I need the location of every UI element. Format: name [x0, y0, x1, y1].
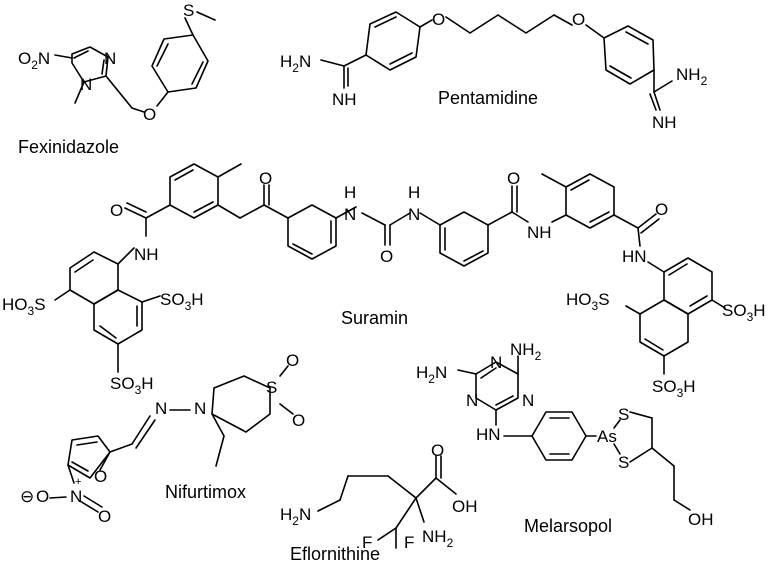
urea-nh-label: N: [408, 205, 420, 224]
nitro-oxygen-atom: O: [98, 507, 111, 526]
oxygen-atom: O: [143, 105, 156, 124]
nitro-nitrogen-atom: N: [70, 487, 82, 506]
triazine-nitrogen-atom: N: [490, 353, 502, 372]
imine-group-label: NH: [652, 113, 677, 132]
triazine-nitrogen-atom: N: [522, 391, 534, 410]
ether-oxygen-atom: O: [572, 10, 585, 29]
sulfone-oxygen-atom: O: [292, 411, 305, 430]
sulfonic-acid-label: SO3H: [722, 301, 766, 324]
ring-sulfur-atom: S: [618, 453, 629, 472]
carboxyl-oxygen-atom: O: [431, 441, 444, 460]
carbonyl-oxygen-atom: O: [507, 169, 520, 188]
eflornithine-name: Eflornithine: [290, 544, 380, 564]
furan-oxygen-atom: O: [94, 467, 107, 486]
sulfonic-acid-label: HO3S: [566, 290, 610, 313]
amine-group-label: NH2: [676, 65, 708, 88]
amine-group-label: NH2: [510, 340, 542, 363]
eflornithine-structure: H2N O OH NH2 F F Eflornithine: [280, 441, 478, 564]
nifurtimox-name: Nifurtimox: [165, 482, 246, 502]
nifurtimox-structure: S O O N N O N + O O ⊖ Nifurtimox: [20, 351, 305, 526]
positive-charge: +: [75, 476, 81, 488]
urea-h-label: H: [408, 183, 420, 202]
amine-group-label: H2N: [280, 52, 311, 75]
amine-nh-label: HN: [476, 425, 501, 444]
ether-oxygen-atom: O: [432, 10, 445, 29]
hydroxyl-label: OH: [688, 510, 714, 529]
sulfone-sulfur-atom: S: [266, 378, 277, 397]
fexinidazole-name: Fexinidazole: [18, 137, 119, 157]
fluorine-atom: F: [362, 533, 372, 552]
amide-nh-label: NH: [134, 245, 159, 264]
negative-charge: ⊖: [20, 487, 34, 506]
carbonyl-oxygen-atom: O: [655, 200, 668, 219]
carbonyl-oxygen-atom: O: [110, 201, 123, 220]
triazine-nitrogen-atom: N: [466, 391, 478, 410]
ring-sulfur-atom: S: [618, 405, 629, 424]
nitrogen-atom: N: [80, 75, 92, 94]
amine-group-label: H2N: [416, 363, 447, 386]
sulfur-atom: S: [183, 1, 194, 20]
sulfonic-acid-label: SO3H: [652, 377, 696, 400]
arsenic-atom: As: [597, 427, 617, 446]
melarsopol-structure: N N N H2N NH2 HN As S S OH Melarsopol: [416, 340, 714, 536]
pentamidine-structure: H2N NH O O NH2 NH Pentamidine: [280, 10, 708, 132]
carboxyl-hydroxyl-label: OH: [452, 497, 478, 516]
amide-nh-label: HN: [622, 247, 647, 266]
pentamidine-name: Pentamidine: [438, 88, 538, 108]
amide-nh-label: NH: [527, 223, 552, 242]
imine-group-label: NH: [332, 90, 357, 109]
urea-nh-label: N: [344, 205, 356, 224]
urea-oxygen-atom: O: [380, 247, 393, 266]
nitro-group-label: O2N: [18, 49, 50, 72]
suramin-name: Suramin: [341, 308, 408, 328]
ring-nitrogen-atom: N: [194, 399, 206, 418]
amine-group-label: NH2: [422, 527, 454, 550]
fexinidazole-structure: S O N N O2N Fexinidazole: [18, 1, 216, 157]
sulfonic-acid-label: HO3S: [2, 295, 46, 318]
imine-nitrogen-atom: N: [155, 399, 167, 418]
sulfone-oxygen-atom: O: [286, 351, 299, 370]
sulfonic-acid-label: SO3H: [110, 374, 154, 397]
nitro-oxygen-atom: O: [36, 487, 49, 506]
melarsopol-name: Melarsopol: [524, 516, 612, 536]
ketone-oxygen-atom: O: [259, 169, 272, 188]
nitrogen-atom: N: [104, 49, 116, 68]
urea-h-label: H: [344, 183, 356, 202]
fluorine-atom: F: [404, 533, 414, 552]
sulfonic-acid-label: SO3H: [160, 290, 204, 313]
suramin-structure: HO3S SO3H SO3H NH O O N H O N: [2, 163, 766, 400]
amine-group-label: H2N: [280, 505, 311, 528]
